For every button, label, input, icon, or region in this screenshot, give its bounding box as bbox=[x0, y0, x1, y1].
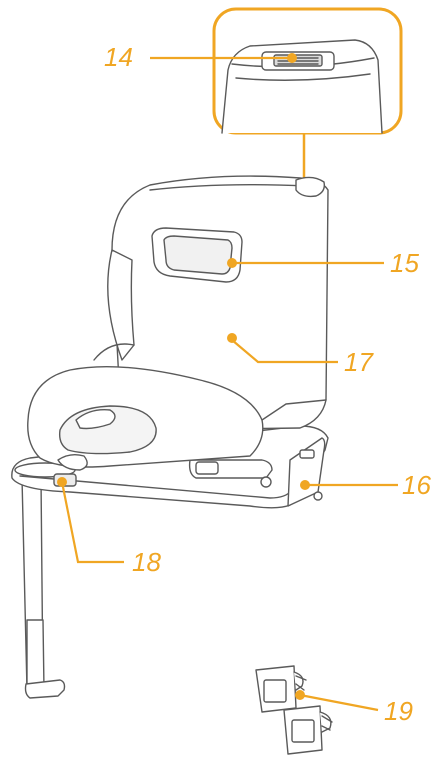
callout-label-19: 19 bbox=[384, 696, 413, 726]
seat-shell bbox=[27, 175, 329, 471]
callout-dot-16 bbox=[300, 480, 310, 490]
callout-label-15: 15 bbox=[390, 248, 419, 278]
side-wing bbox=[107, 249, 135, 361]
callout-label-14: 14 bbox=[104, 42, 133, 72]
safety-clips bbox=[255, 665, 333, 755]
detail-inset bbox=[212, 7, 403, 135]
callout-label-17: 17 bbox=[344, 347, 374, 377]
inset-headrest-inner bbox=[235, 73, 371, 81]
callout-leaders bbox=[60, 56, 398, 712]
callout-label-18: 18 bbox=[132, 547, 161, 577]
base-side-panel bbox=[287, 437, 326, 507]
leg-foot bbox=[24, 679, 66, 699]
callout-labels: 14 15 16 17 18 19 bbox=[104, 42, 431, 726]
support-leg bbox=[21, 477, 66, 699]
callout-dots bbox=[57, 53, 310, 700]
callout-dot-19 bbox=[295, 690, 305, 700]
callout-dot-17 bbox=[227, 333, 237, 343]
callout-dot-15 bbox=[227, 258, 237, 268]
headrest-cap bbox=[295, 176, 326, 198]
callout-dot-18 bbox=[57, 477, 67, 487]
callout-label-16: 16 bbox=[402, 470, 431, 500]
back-handle-recess bbox=[163, 235, 233, 275]
callout-dot-14 bbox=[287, 53, 297, 63]
